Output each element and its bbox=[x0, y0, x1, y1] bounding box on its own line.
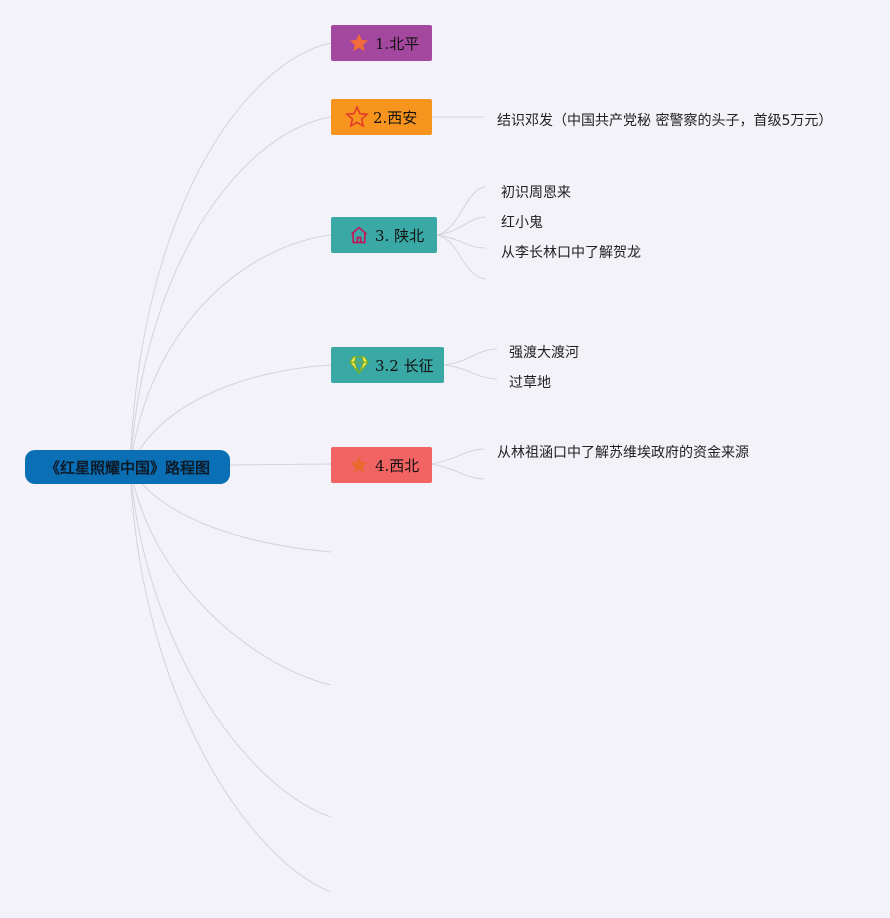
link-branch-5-child-2 bbox=[431, 463, 485, 480]
branch-topic-label: 3.2 长征 bbox=[375, 356, 434, 375]
branch-topic-long-march[interactable]: 3.2 长征 bbox=[331, 347, 444, 383]
branch-topic-xian[interactable]: 2.西安 bbox=[331, 99, 432, 135]
star-filled-icon bbox=[347, 453, 371, 477]
link-root-branch-1 bbox=[129, 42, 332, 468]
link-branch-4-child-1 bbox=[443, 348, 498, 366]
root-topic[interactable]: 《红星照耀中国》路程图 bbox=[25, 450, 230, 484]
link-root-empty-4 bbox=[129, 466, 332, 893]
link-root-branch-2 bbox=[129, 116, 332, 468]
subtopic-little-red-devil[interactable]: 红小鬼 bbox=[501, 215, 543, 231]
branch-topic-label: 3. 陕北 bbox=[375, 226, 425, 245]
subtopic-he-long[interactable]: 从李长林口中了解贺龙 bbox=[501, 245, 641, 261]
link-branch-3-child-2 bbox=[436, 216, 486, 236]
house-icon bbox=[347, 223, 371, 247]
root-topic-label: 《红星照耀中国》路程图 bbox=[44, 458, 210, 477]
branch-topic-label: 2.西安 bbox=[373, 108, 418, 127]
link-branch-3-child-3 bbox=[436, 234, 486, 249]
link-root-empty-2 bbox=[129, 466, 332, 686]
link-root-empty-1 bbox=[129, 466, 332, 553]
subtopic-soviet-funding[interactable]: 从林祖涵口中了解苏维埃政府的资金来源 bbox=[497, 445, 749, 461]
branch-topic-label: 1.北平 bbox=[375, 34, 420, 53]
branch-topic-shanbei[interactable]: 3. 陕北 bbox=[331, 217, 437, 253]
link-branch-3-child-4 bbox=[436, 234, 486, 280]
link-branch-4-child-2 bbox=[443, 364, 498, 380]
link-root-empty-3 bbox=[129, 466, 332, 818]
link-root-branch-3 bbox=[129, 234, 332, 468]
subtopic-deng-fa[interactable]: 结识邓发（中国共产党秘 密警察的头子，首级5万元） bbox=[497, 113, 833, 129]
star-filled-icon bbox=[347, 31, 371, 55]
link-branch-5-child-1 bbox=[431, 448, 485, 465]
branch-topic-label: 4.西北 bbox=[375, 456, 420, 475]
star-outline-icon bbox=[345, 105, 369, 129]
subtopic-dadu-river[interactable]: 强渡大渡河 bbox=[509, 345, 579, 361]
link-root-branch-4 bbox=[129, 364, 332, 468]
diamond-icon bbox=[347, 353, 371, 377]
subtopic-zhou-enlai[interactable]: 初识周恩来 bbox=[501, 185, 571, 201]
branch-topic-beiping[interactable]: 1.北平 bbox=[331, 25, 432, 61]
branch-topic-northwest[interactable]: 4.西北 bbox=[331, 447, 432, 483]
subtopic-grassland[interactable]: 过草地 bbox=[509, 375, 551, 391]
link-branch-3-child-1 bbox=[436, 186, 486, 236]
link-root-branch-5 bbox=[229, 463, 332, 466]
